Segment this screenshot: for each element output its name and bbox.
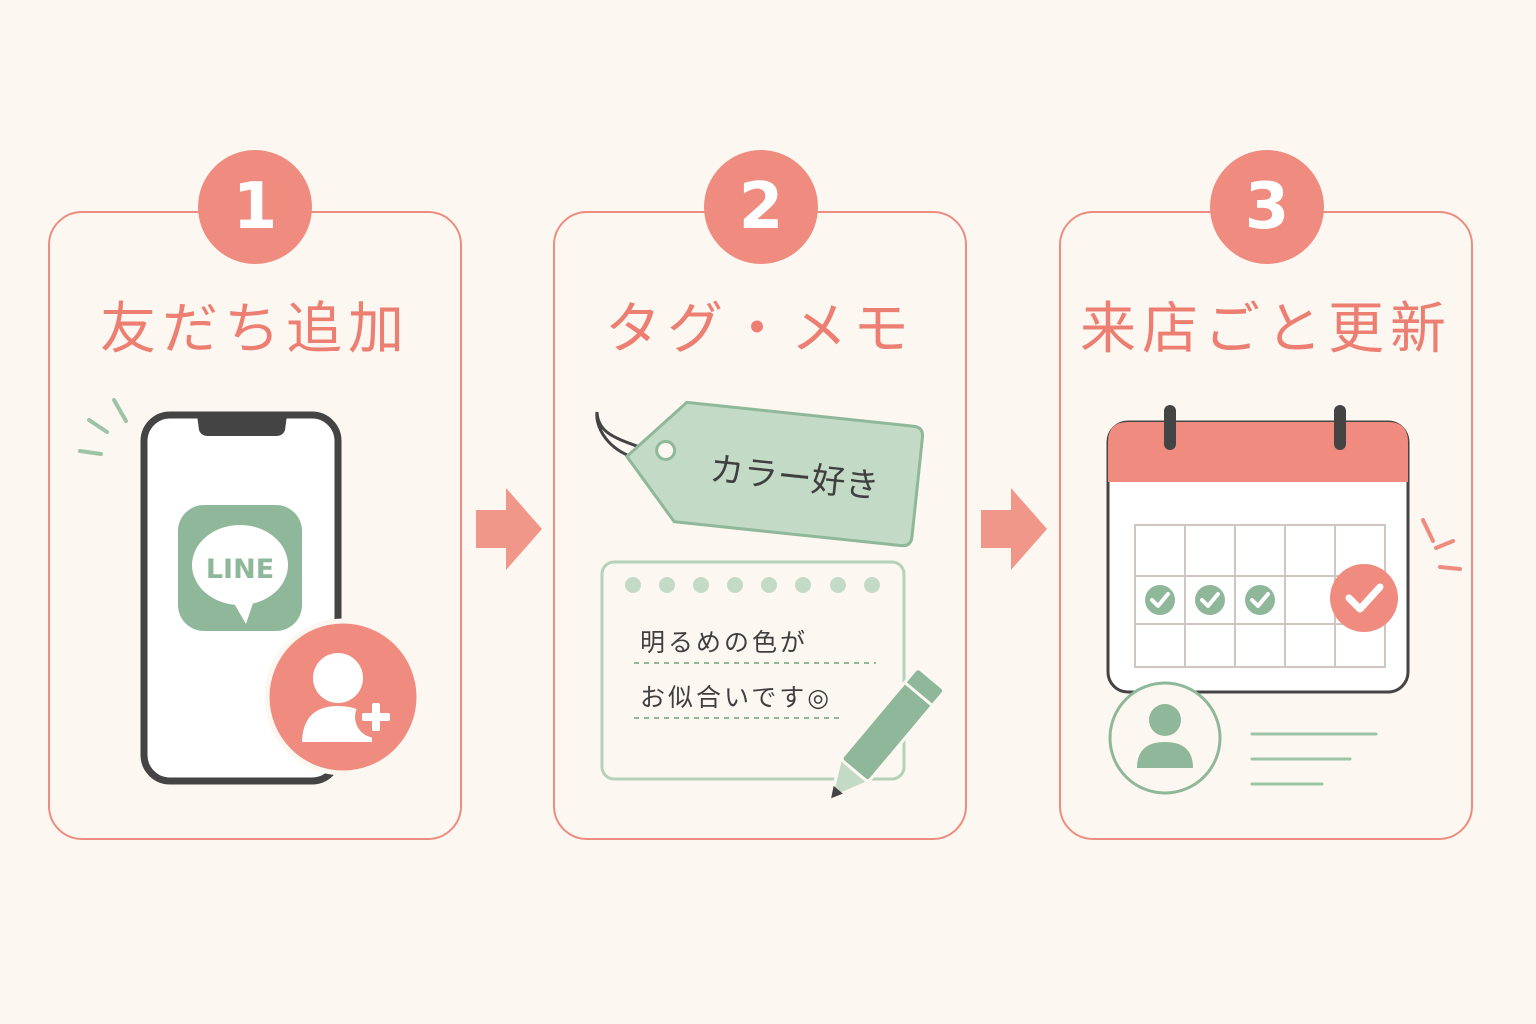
step-title-1: 友だち追加	[100, 297, 410, 362]
check-icon	[1245, 585, 1275, 615]
sparkle-icon	[1421, 518, 1462, 571]
step-number-3: 3	[1210, 150, 1324, 264]
arrow-right-icon	[476, 488, 542, 570]
step1-illustration: LINE	[78, 398, 422, 785]
step-title-3: 来店ごと更新	[1080, 297, 1452, 362]
line-logo-icon: LINE	[178, 505, 302, 631]
step-number-1: 1	[198, 150, 312, 264]
pencil-icon	[828, 667, 946, 801]
step3-illustration	[1106, 405, 1462, 795]
memo-note-icon: 明るめの色が お似合いです◎	[600, 560, 906, 781]
sparkle-icon	[78, 398, 128, 456]
check-icon	[1145, 585, 1175, 615]
today-check-icon	[1330, 564, 1398, 632]
memo-line-2: お似合いです◎	[640, 683, 832, 712]
line-logo-text: LINE	[206, 554, 274, 585]
step-title-2: タグ・メモ	[605, 297, 915, 362]
tag-icon: カラー好き	[624, 400, 925, 548]
memo-line-1: 明るめの色が	[640, 628, 808, 657]
check-icon	[1195, 585, 1225, 615]
calendar-icon	[1106, 405, 1410, 694]
step2-illustration: カラー好き 明るめの色が お似合いです◎	[595, 400, 946, 801]
add-friend-icon	[264, 618, 422, 776]
arrow-right-icon	[981, 488, 1047, 570]
step-number-2: 2	[704, 150, 818, 264]
customer-profile-icon	[1108, 681, 1378, 795]
